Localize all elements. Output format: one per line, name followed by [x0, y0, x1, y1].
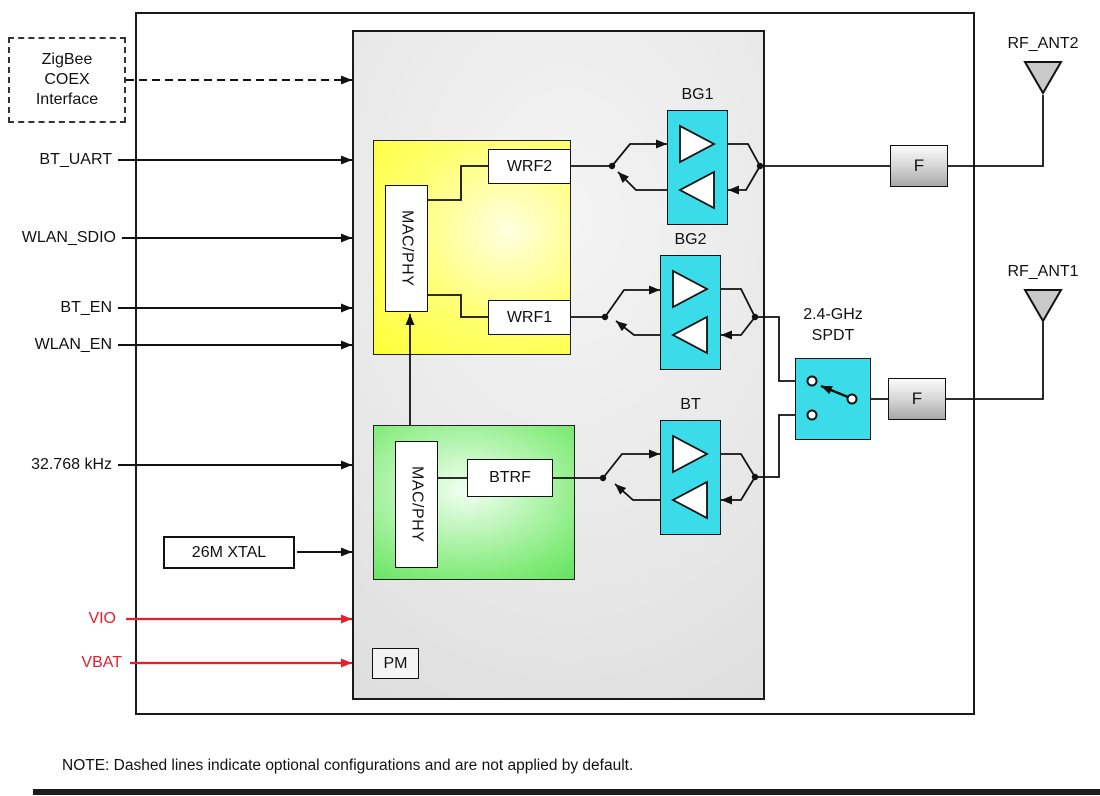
sleep-clock-label: 32.768 kHz — [31, 456, 112, 473]
vbat-label: VBAT — [81, 654, 122, 671]
bg2-label: BG2 — [674, 231, 707, 248]
note-text: NOTE: Dashed lines indicate optional con… — [62, 757, 634, 774]
rf-ant2-label: RF_ANT2 — [1007, 35, 1079, 52]
btrf-box: BTRF — [467, 459, 553, 497]
zigbee-coex-box: ZigBee COEX Interface — [8, 37, 126, 123]
filter-bottom-label: F — [911, 389, 923, 408]
wlan-sdio-label: WLAN_SDIO — [21, 229, 116, 246]
wlan-en-label: WLAN_EN — [34, 336, 112, 353]
wrf1-label: WRF1 — [506, 308, 553, 326]
zigbee-coex-label-line1: ZigBee — [41, 51, 93, 68]
vio-label: VIO — [88, 610, 116, 627]
wrf2-box: WRF2 — [488, 149, 571, 184]
zigbee-coex-label-line2: COEX — [44, 71, 90, 88]
filter-top-box: F — [890, 145, 948, 187]
bt-frontend-box — [660, 420, 721, 535]
bt-macphy-label: MAC/PHY — [408, 466, 426, 543]
wlan-macphy-box: MAC/PHY — [385, 185, 428, 312]
bt-amp-label: BT — [680, 396, 701, 413]
bg1-label: BG1 — [681, 86, 714, 103]
rf-ant2-antenna-icon — [1023, 61, 1063, 95]
bt-en-label: BT_EN — [60, 299, 112, 316]
spdt-switch-box — [795, 358, 871, 440]
rf-ant1-antenna-icon — [1023, 289, 1063, 323]
bt-macphy-box: MAC/PHY — [395, 441, 438, 568]
bg2-frontend-box — [660, 255, 721, 370]
zigbee-coex-label-line3: Interface — [35, 91, 99, 108]
pm-label: PM — [383, 654, 408, 672]
xtal-label: 26M XTAL — [191, 543, 267, 561]
bottom-rule — [33, 789, 1100, 795]
filter-top-label: F — [913, 156, 925, 175]
spdt-label: 2.4-GHz SPDT — [785, 303, 881, 347]
pm-box: PM — [372, 648, 419, 679]
wlan-macphy-label: MAC/PHY — [398, 210, 416, 287]
filter-bottom-box: F — [888, 378, 946, 420]
bt-uart-label: BT_UART — [39, 151, 112, 168]
wrf1-box: WRF1 — [488, 300, 571, 335]
wrf2-label: WRF2 — [506, 157, 553, 175]
xtal-box: 26M XTAL — [163, 536, 295, 569]
spdt-label-line2: SPDT — [811, 327, 855, 344]
btrf-label: BTRF — [489, 469, 531, 486]
spdt-label-line1: 2.4-GHz — [803, 306, 863, 323]
bg1-frontend-box — [667, 110, 728, 225]
rf-ant1-label: RF_ANT1 — [1007, 263, 1079, 280]
